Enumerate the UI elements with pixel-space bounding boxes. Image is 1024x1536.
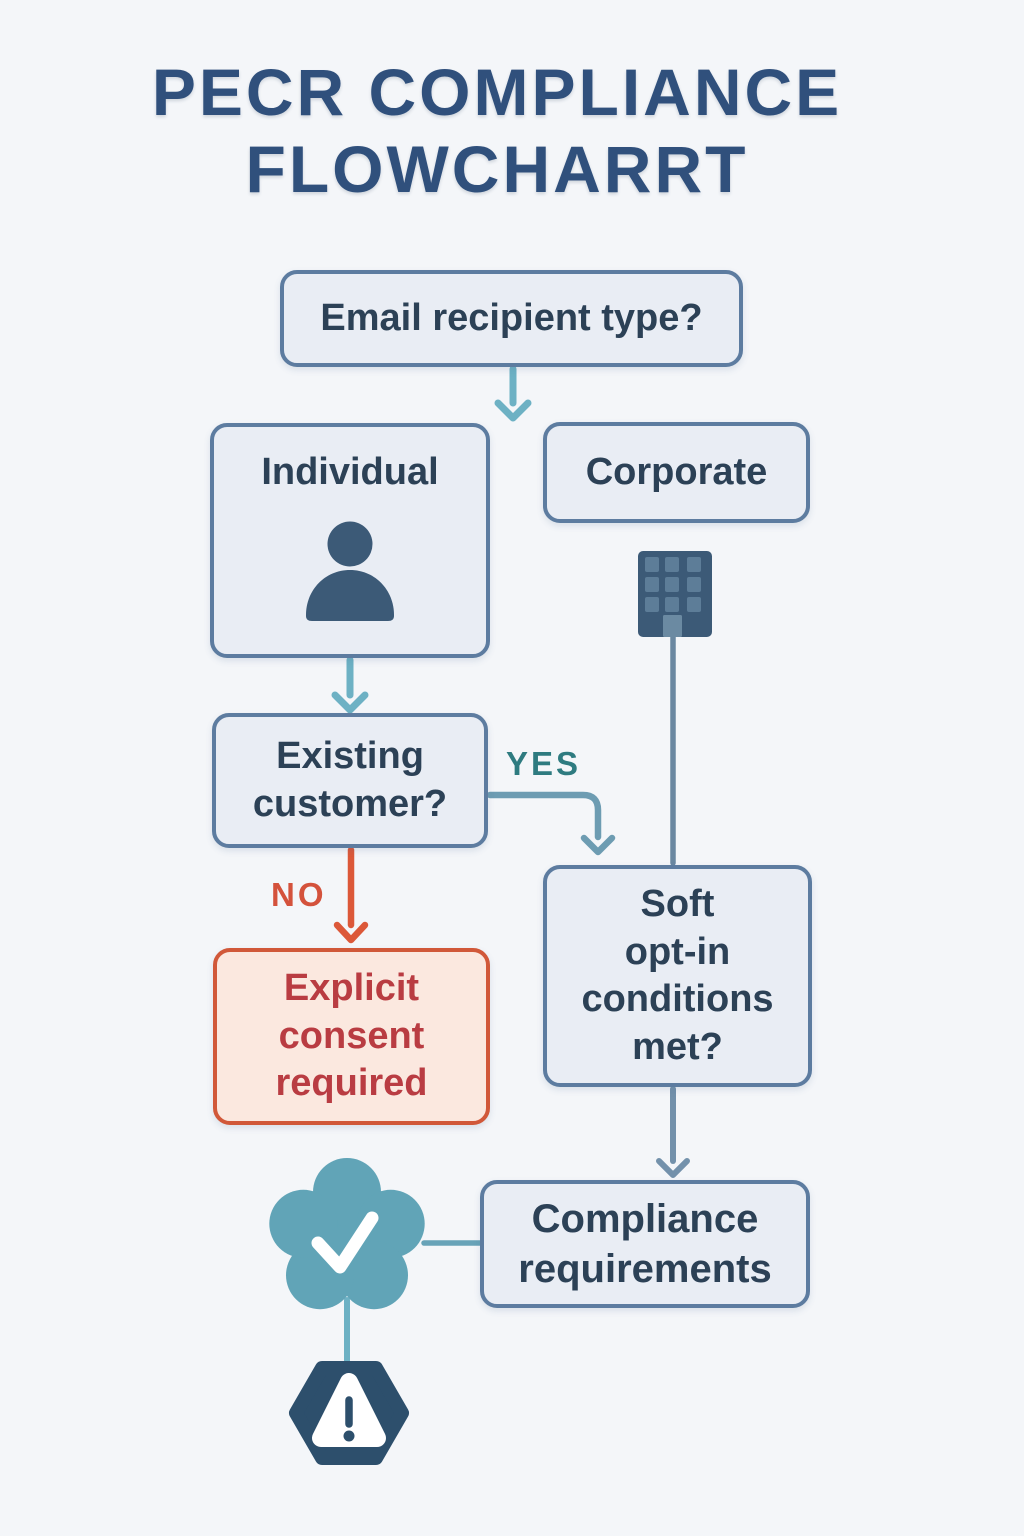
edge-label-no: NO — [271, 876, 327, 913]
node-explicit-consent-required: Explicit consent required — [213, 948, 490, 1125]
arrow-softoptin-down-head — [656, 1158, 690, 1178]
node-label: Explicit consent required — [275, 967, 428, 1105]
node-label: Soft opt-in conditions met? — [581, 883, 774, 1068]
node-label: Corporate — [585, 450, 768, 493]
node-label: Individual — [261, 451, 439, 493]
node-email-recipient-type: Email recipient type? — [280, 270, 743, 367]
building-icon — [638, 551, 712, 637]
node-label: Compliance requirements — [518, 1197, 772, 1291]
node-soft-opt-in-conditions: Soft opt-in conditions met? — [543, 865, 812, 1087]
edge-yes-elbow — [486, 791, 602, 841]
node-label: Existing customer? — [252, 735, 448, 825]
person-icon — [306, 521, 394, 621]
edge-yes-head — [580, 834, 616, 856]
arrow-individual-down-head — [331, 691, 369, 714]
edge-no-head — [333, 921, 369, 944]
node-individual: Individual — [210, 423, 490, 658]
verified-badge-check-icon — [269, 1158, 425, 1310]
node-existing-customer: Existing customer? — [212, 713, 488, 848]
node-compliance-requirements: Compliance requirements — [480, 1180, 810, 1308]
node-label: Email recipient type? — [320, 296, 703, 339]
page-title: PECR COMPLIANCE FLOWCHARRT — [151, 55, 843, 206]
edge-label-yes: YES — [506, 745, 582, 782]
arrow-email-down-head — [494, 399, 532, 422]
node-corporate: Corporate — [543, 422, 810, 523]
warning-hexagon-icon — [289, 1361, 409, 1465]
